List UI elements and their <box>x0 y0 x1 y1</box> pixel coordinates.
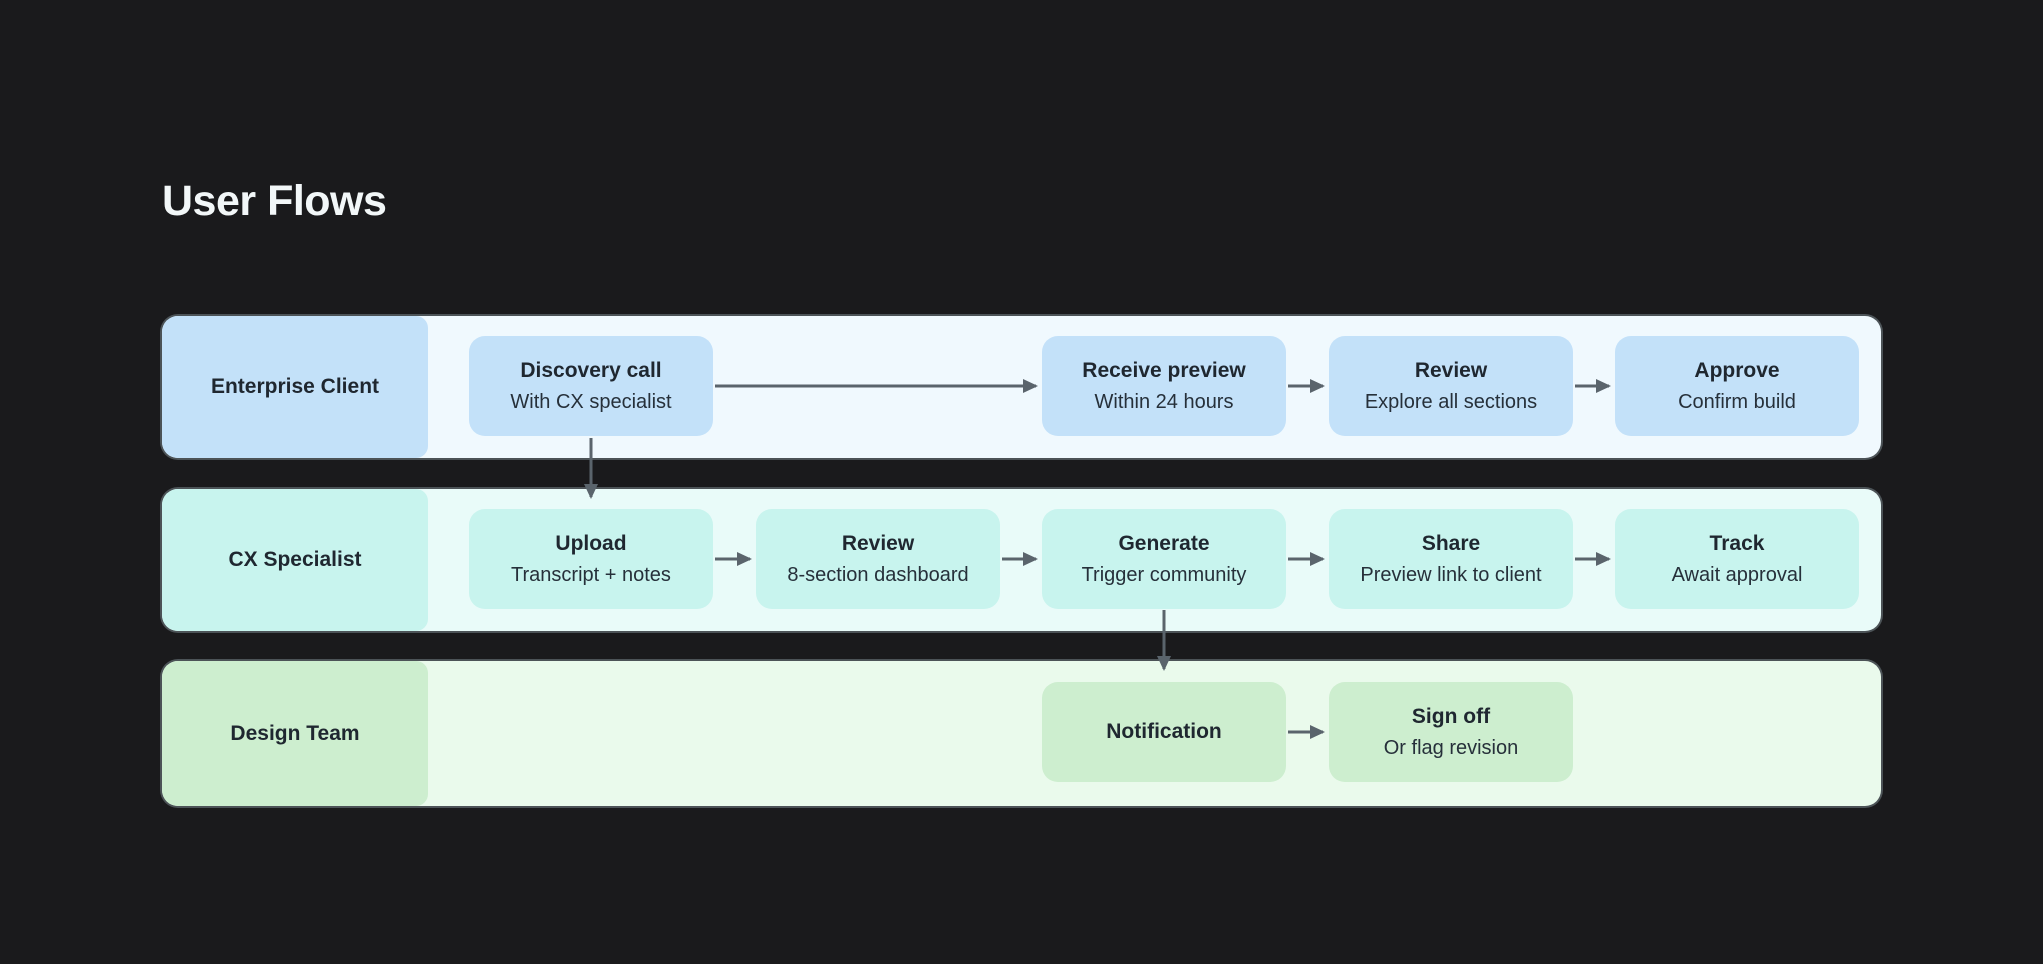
node-share: Share Preview link to client <box>1329 509 1573 609</box>
node-subtitle: Or flag revision <box>1383 736 1519 759</box>
node-approve: Approve Confirm build <box>1615 336 1859 436</box>
node-title: Review <box>841 532 915 556</box>
node-title: Review <box>1414 359 1488 383</box>
lane-label-cx-specialist: CX Specialist <box>162 489 428 631</box>
node-track: Track Await approval <box>1615 509 1859 609</box>
node-subtitle: With CX specialist <box>510 390 672 413</box>
node-discovery-call: Discovery call With CX specialist <box>469 336 713 436</box>
node-upload: Upload Transcript + notes <box>469 509 713 609</box>
node-notification: Notification <box>1042 682 1286 782</box>
node-title: Generate <box>1118 532 1210 556</box>
lane-cx-specialist: CX Specialist Upload Transcript + notes … <box>162 489 1881 631</box>
lane-enterprise-client: Enterprise Client Discovery call With CX… <box>162 316 1881 458</box>
node-title: Share <box>1421 532 1481 556</box>
node-subtitle: Transcript + notes <box>511 563 671 586</box>
node-title: Sign off <box>1411 705 1491 729</box>
node-subtitle: Trigger community <box>1081 563 1247 586</box>
node-subtitle: Await approval <box>1671 563 1803 586</box>
node-subtitle: Within 24 hours <box>1094 390 1234 413</box>
node-generate: Generate Trigger community <box>1042 509 1286 609</box>
node-client-review: Review Explore all sections <box>1329 336 1573 436</box>
node-subtitle: 8-section dashboard <box>787 563 969 586</box>
node-title: Notification <box>1106 720 1222 744</box>
lane-label-enterprise-client: Enterprise Client <box>162 316 428 458</box>
node-title: Upload <box>555 532 627 556</box>
node-title: Track <box>1709 532 1765 556</box>
node-title: Approve <box>1694 359 1780 383</box>
page-title: User Flows <box>162 176 387 225</box>
node-receive-preview: Receive preview Within 24 hours <box>1042 336 1286 436</box>
lane-label-design-team: Design Team <box>162 661 428 806</box>
node-title: Discovery call <box>520 359 662 383</box>
node-subtitle: Confirm build <box>1678 390 1796 413</box>
node-subtitle: Preview link to client <box>1360 563 1542 586</box>
lane-design-team: Design Team Notification Sign off Or fla… <box>162 661 1881 806</box>
node-subtitle: Explore all sections <box>1364 390 1538 413</box>
node-specialist-review: Review 8-section dashboard <box>756 509 1000 609</box>
node-title: Receive preview <box>1082 359 1246 383</box>
node-sign-off: Sign off Or flag revision <box>1329 682 1573 782</box>
